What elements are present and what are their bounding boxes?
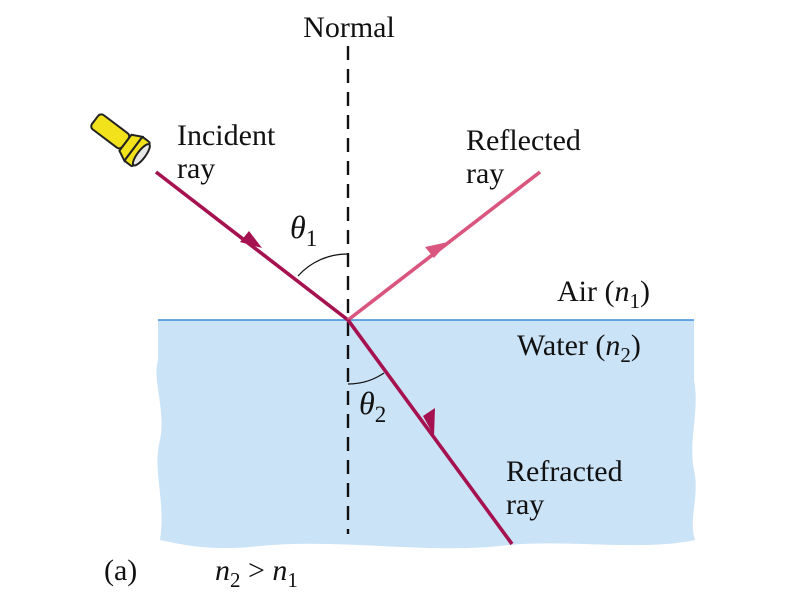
water-label: Water (n2) bbox=[517, 329, 641, 367]
refracted-arrowhead bbox=[423, 408, 435, 436]
theta2-arc bbox=[347, 372, 385, 385]
incident-arrowhead bbox=[240, 231, 262, 248]
flashlight-icon bbox=[90, 113, 151, 167]
theta2-label: θ2 bbox=[359, 385, 386, 427]
air-label: Air (n1) bbox=[557, 275, 650, 313]
incident-ray bbox=[154, 170, 350, 322]
theta1-arc bbox=[297, 253, 349, 277]
panel-label: (a) bbox=[104, 554, 137, 587]
incident-label-line2: ray bbox=[177, 152, 215, 185]
reflected-label-line1: Reflected bbox=[466, 124, 581, 157]
refracted-label-line2: ray bbox=[506, 488, 544, 521]
refracted-label-line1: Refracted bbox=[506, 455, 623, 488]
index-condition: n2 > n1 bbox=[215, 554, 298, 592]
normal-label: Normal bbox=[303, 11, 395, 44]
refracted-ray bbox=[346, 318, 514, 546]
reflected-arrowhead bbox=[425, 242, 448, 258]
reflected-label-line2: ray bbox=[466, 157, 504, 190]
theta1-label: θ1 bbox=[290, 209, 317, 251]
water-region bbox=[156, 320, 696, 549]
incident-label-line1: Incident bbox=[177, 119, 276, 152]
